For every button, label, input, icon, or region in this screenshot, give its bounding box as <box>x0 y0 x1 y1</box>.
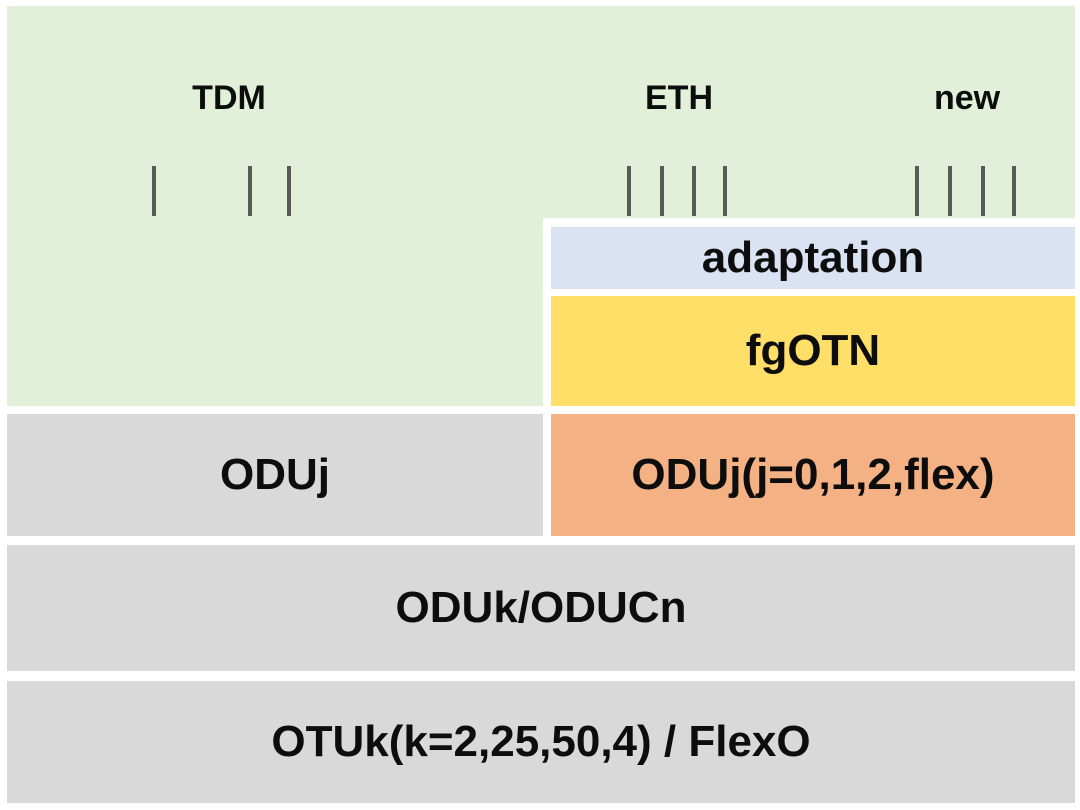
otuk-layer: OTUk(k=2,25,50,4) / FlexO <box>7 681 1075 803</box>
client-tick <box>287 166 291 216</box>
fgotn-layer: fgOTN <box>551 296 1075 406</box>
oduj-left-layer: ODUj <box>7 414 543 536</box>
client-tick <box>152 166 156 216</box>
client-tick <box>948 166 952 216</box>
oduk-layer: ODUk/ODUCn <box>7 545 1075 671</box>
fgotn-label: fgOTN <box>745 326 881 375</box>
client-tick <box>915 166 919 216</box>
client-tick <box>1012 166 1016 216</box>
otuk-label: OTUk(k=2,25,50,4) / FlexO <box>271 717 811 766</box>
oduj-left-label: ODUj <box>220 450 330 499</box>
client-label-tdm: TDM <box>192 79 266 117</box>
client-region-top <box>7 6 1075 218</box>
oduj-right-label: ODUj(j=0,1,2,flex) <box>631 450 995 499</box>
client-label-eth: ETH <box>645 79 713 117</box>
client-tick <box>248 166 252 216</box>
adaptation-label: adaptation <box>701 233 925 282</box>
client-tick <box>660 166 664 216</box>
client-tick <box>981 166 985 216</box>
oduk-label: ODUk/ODUCn <box>395 583 687 632</box>
client-label-new: new <box>933 79 1001 117</box>
client-tick <box>692 166 696 216</box>
client-tick <box>627 166 631 216</box>
client-region-left <box>7 218 543 406</box>
adaptation-layer: adaptation <box>551 227 1075 289</box>
client-tick <box>723 166 727 216</box>
oduj-right-layer: ODUj(j=0,1,2,flex) <box>551 414 1075 536</box>
